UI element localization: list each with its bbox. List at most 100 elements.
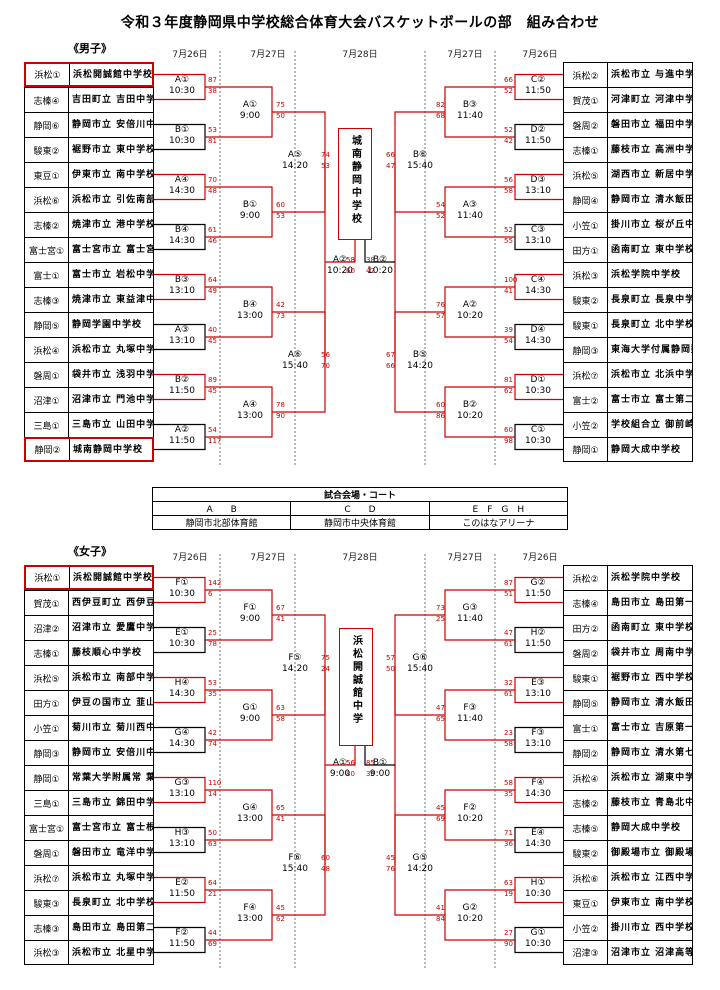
match-court: B② <box>372 255 388 265</box>
match-court: C① <box>530 425 546 435</box>
school-name: 浜松市立 丸塚中学校 <box>72 345 153 355</box>
school-name: 伊豆の国市立 韮山中学校 <box>72 698 153 708</box>
school-name: 菊川市立 菊川西中学校 <box>72 723 153 733</box>
match-court: E① <box>175 628 189 638</box>
match-score: 6 <box>208 590 213 598</box>
match-time: 11:40 <box>457 714 483 724</box>
match-time: 15:40 <box>407 664 433 674</box>
match-score: 78 <box>208 640 217 648</box>
match-time: 15:40 <box>282 864 308 874</box>
match-court: F① <box>243 603 257 613</box>
prefecture-seed: 小笠① <box>564 213 608 237</box>
match-time: 13:00 <box>237 411 263 421</box>
match-score: 35 <box>504 790 513 798</box>
school-name: 浜松学院中学校 <box>611 573 682 583</box>
match-score: 45 <box>436 804 445 812</box>
prefecture-seed: 静岡③ <box>564 338 608 362</box>
school-name: 西伊豆町立 西伊豆中学校 <box>72 598 153 608</box>
match-score: 110 <box>208 779 222 787</box>
school-name: 焼津市立 港中学校 <box>72 220 153 230</box>
match-score: 54 <box>504 337 513 345</box>
match-score: 41 <box>436 904 445 912</box>
match-court: A④ <box>174 175 190 185</box>
match-score: 45 <box>276 904 285 912</box>
match-score: 49 <box>208 287 217 295</box>
match-score: 64 <box>208 276 217 284</box>
match-time: 14:20 <box>282 664 308 674</box>
match-time: 10:20 <box>457 411 483 421</box>
match-court: B① <box>242 200 258 210</box>
match-score: 51 <box>504 590 513 598</box>
school-name: 焼津市立 東益津中学校 <box>72 295 153 305</box>
match-score: 70 <box>321 362 330 370</box>
match-time: 13:10 <box>525 236 551 246</box>
match-score: 57 <box>386 654 395 662</box>
match-score: 54 <box>208 426 217 434</box>
match-court: B④ <box>242 300 258 310</box>
round-date: 7月26日 <box>522 553 558 563</box>
prefecture-seed: 志榛③ <box>25 916 69 940</box>
prefecture-seed: 浜松④ <box>564 766 608 790</box>
match-time: 13:00 <box>237 814 263 824</box>
prefecture-seed: 志榛② <box>25 213 69 237</box>
match-time: 10:30 <box>525 386 551 396</box>
prefecture-seed: 沼津① <box>25 388 69 412</box>
match-court: B⑥ <box>412 150 428 160</box>
match-score: 19 <box>504 890 513 898</box>
school-name: 浜松市立 湖東中学校 <box>611 773 692 783</box>
school-name: 浜松学院中学校 <box>611 270 682 280</box>
prefecture-seed: 駿東① <box>564 666 608 690</box>
prefecture-seed: 静岡② <box>564 741 608 765</box>
match-court: A① <box>174 75 190 85</box>
match-score: 68 <box>436 112 445 120</box>
match-score: 98 <box>504 437 513 445</box>
match-score: 23 <box>504 729 513 737</box>
school-name: 函南町立 東中学校 <box>611 623 692 633</box>
prefecture-seed: 浜松② <box>564 63 608 87</box>
prefecture-seed: 静岡① <box>564 438 608 461</box>
match-time: 9:00 <box>239 211 261 221</box>
prefecture-seed: 沼津③ <box>564 941 608 964</box>
match-score: 82 <box>436 101 445 109</box>
match-time: 10:30 <box>169 589 195 599</box>
match-score: 80 <box>346 770 355 778</box>
prefecture-seed: 志榛③ <box>25 288 69 312</box>
match-court: C④ <box>530 275 546 285</box>
school-name: 富士市立 吉原第一中学校 <box>611 723 692 733</box>
prefecture-seed: 富士② <box>564 388 608 412</box>
match-time: 11:50 <box>525 639 551 649</box>
match-court: F④ <box>243 903 257 913</box>
match-score: 85 <box>366 759 375 767</box>
match-score: 67 <box>276 604 285 612</box>
match-score: 48 <box>321 865 330 873</box>
prefecture-seed: 三島① <box>25 413 69 437</box>
match-time: 10:30 <box>169 86 195 96</box>
match-time: 14:30 <box>169 689 195 699</box>
match-time: 9:00 <box>369 769 391 779</box>
